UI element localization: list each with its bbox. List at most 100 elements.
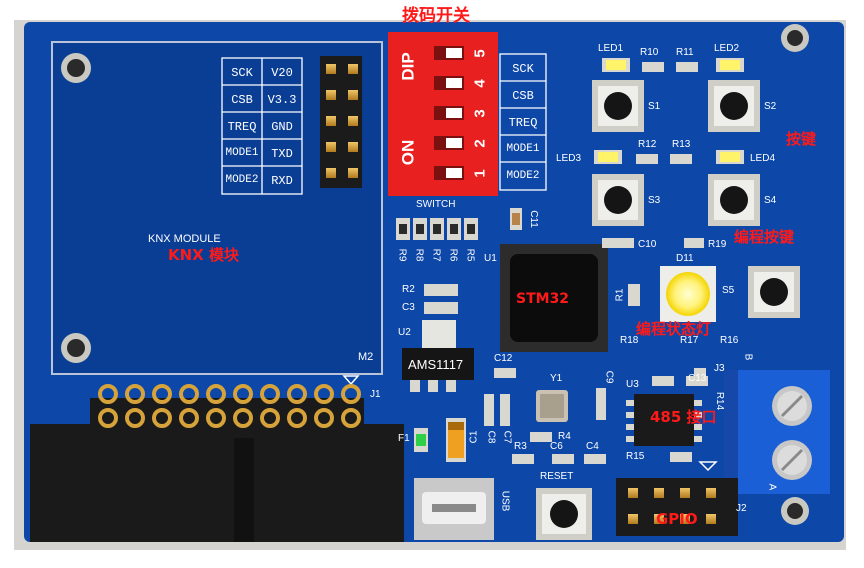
through-hole-pin xyxy=(125,384,145,404)
resistor-label: R12 xyxy=(638,139,657,150)
through-hole-pin xyxy=(341,384,361,404)
knx-pin-label: MODE2 xyxy=(225,174,259,186)
ref-u1: U1 xyxy=(484,253,497,264)
led-label: LED3 xyxy=(556,153,582,164)
header-pin xyxy=(326,116,336,126)
ref-c13: C13 xyxy=(688,373,707,384)
ref-u2: U2 xyxy=(398,327,411,338)
header-pin xyxy=(628,514,638,524)
resistor-label: R11 xyxy=(676,47,694,58)
knx-pin-label: RXD xyxy=(271,174,293,188)
led-label: D11 xyxy=(676,253,694,264)
knx-pin-label: GND xyxy=(271,120,293,134)
crystal-y1 xyxy=(536,390,568,422)
header-pin xyxy=(348,90,358,100)
fuse-f1 xyxy=(414,428,428,452)
knx-pin-label: TREQ xyxy=(227,120,257,134)
ref-j1: J1 xyxy=(370,389,381,400)
dip-text: DIP xyxy=(398,52,418,81)
led2 xyxy=(716,58,744,72)
ref-c9: C9 xyxy=(603,370,615,384)
through-hole-pin xyxy=(233,384,253,404)
led-label: LED4 xyxy=(750,153,776,164)
header-pin xyxy=(348,142,358,152)
pcb-board: SCK CSB TREQ MODE1 MODE2 V20 V3.3 GND TX… xyxy=(24,22,844,542)
knx-pin-label: V3.3 xyxy=(267,93,297,107)
mounting-hole xyxy=(61,53,91,83)
through-hole-pin xyxy=(206,384,226,404)
header-pin xyxy=(326,168,336,178)
annotation-dip: 拨码开关 xyxy=(402,6,470,26)
through-hole-pin xyxy=(152,408,172,428)
through-hole-pin xyxy=(179,384,199,404)
pcb-drawing xyxy=(24,22,844,542)
ref-c12: C12 xyxy=(494,353,513,364)
tactile-switch-s4 xyxy=(708,174,760,226)
header-pin xyxy=(326,142,336,152)
led3 xyxy=(594,150,622,164)
switch-label: S2 xyxy=(764,101,777,112)
annotation-knx: KNX 模块 xyxy=(168,246,239,264)
switch-resistor-array xyxy=(396,218,478,240)
header-pins xyxy=(98,64,716,524)
dip-position: 5 xyxy=(471,49,489,58)
knx-pin-label: CSB xyxy=(231,93,253,107)
through-hole-pin xyxy=(260,384,280,404)
dip-position: 2 xyxy=(471,139,489,148)
gpio-header-j2 xyxy=(616,478,738,536)
through-hole-pin xyxy=(98,384,118,404)
tactile-switch-s5 xyxy=(748,266,800,318)
reset-switch xyxy=(536,488,592,540)
gpio-pin1-marker xyxy=(698,461,718,472)
ref-c7: C7 xyxy=(501,430,513,444)
resistor-label: R6 xyxy=(447,248,459,262)
annotation-gpio: GPIO xyxy=(656,510,698,528)
through-hole-pin xyxy=(98,408,118,428)
resistor-label: R8 xyxy=(413,248,425,262)
header-pin xyxy=(348,64,358,74)
knx-pin-label: TXD xyxy=(271,147,293,161)
switch-label: S5 xyxy=(722,285,735,296)
ref-f1: F1 xyxy=(398,433,410,444)
mounting-hole xyxy=(781,24,809,52)
ref-r4: R4 xyxy=(558,431,571,442)
ref-c10: C10 xyxy=(638,239,657,250)
header-pin xyxy=(654,488,664,498)
dip-signal-label: MODE2 xyxy=(506,170,540,182)
ref-r17: R17 xyxy=(680,335,699,346)
dip-position: 4 xyxy=(471,79,489,88)
resistor-label: R9 xyxy=(396,248,408,262)
ref-r16: R16 xyxy=(720,335,739,346)
ref-j2: J2 xyxy=(736,503,747,514)
ref-r3: R3 xyxy=(514,441,527,452)
header-pin xyxy=(348,168,358,178)
dip-signal-table xyxy=(499,53,547,191)
through-hole-pin xyxy=(179,408,199,428)
programming-led-d11 xyxy=(660,266,716,322)
header-pin xyxy=(706,514,716,524)
annotation-485: 485 接口 xyxy=(650,408,717,426)
small-resistors xyxy=(424,62,704,314)
knx-module-ref: M2 xyxy=(358,351,374,363)
capacitor-c11 xyxy=(510,208,522,230)
ref-c8: C8 xyxy=(485,430,497,444)
annotation-stm32: STM32 xyxy=(516,291,570,307)
regulator-marking: AMS1117 xyxy=(408,357,464,372)
mounting-hole xyxy=(781,497,809,525)
stm32-chip xyxy=(500,244,608,352)
ref-u3: U3 xyxy=(626,379,639,390)
resistor-label: R5 xyxy=(464,248,476,262)
header-pin xyxy=(326,90,336,100)
terminal-block xyxy=(724,370,830,494)
through-hole-pin xyxy=(206,408,226,428)
ref-r19: R19 xyxy=(708,239,727,250)
through-hole-pin xyxy=(152,384,172,404)
ref-r15: R15 xyxy=(626,451,645,462)
through-hole-pin xyxy=(125,408,145,428)
through-hole-pin xyxy=(287,384,307,404)
ref-reset: RESET xyxy=(540,471,574,482)
through-hole-pin xyxy=(233,408,253,428)
dip-signal-label: SCK xyxy=(512,62,534,76)
annotation-keys: 按键 xyxy=(786,130,817,148)
terminal-pin-label: B xyxy=(742,353,754,361)
